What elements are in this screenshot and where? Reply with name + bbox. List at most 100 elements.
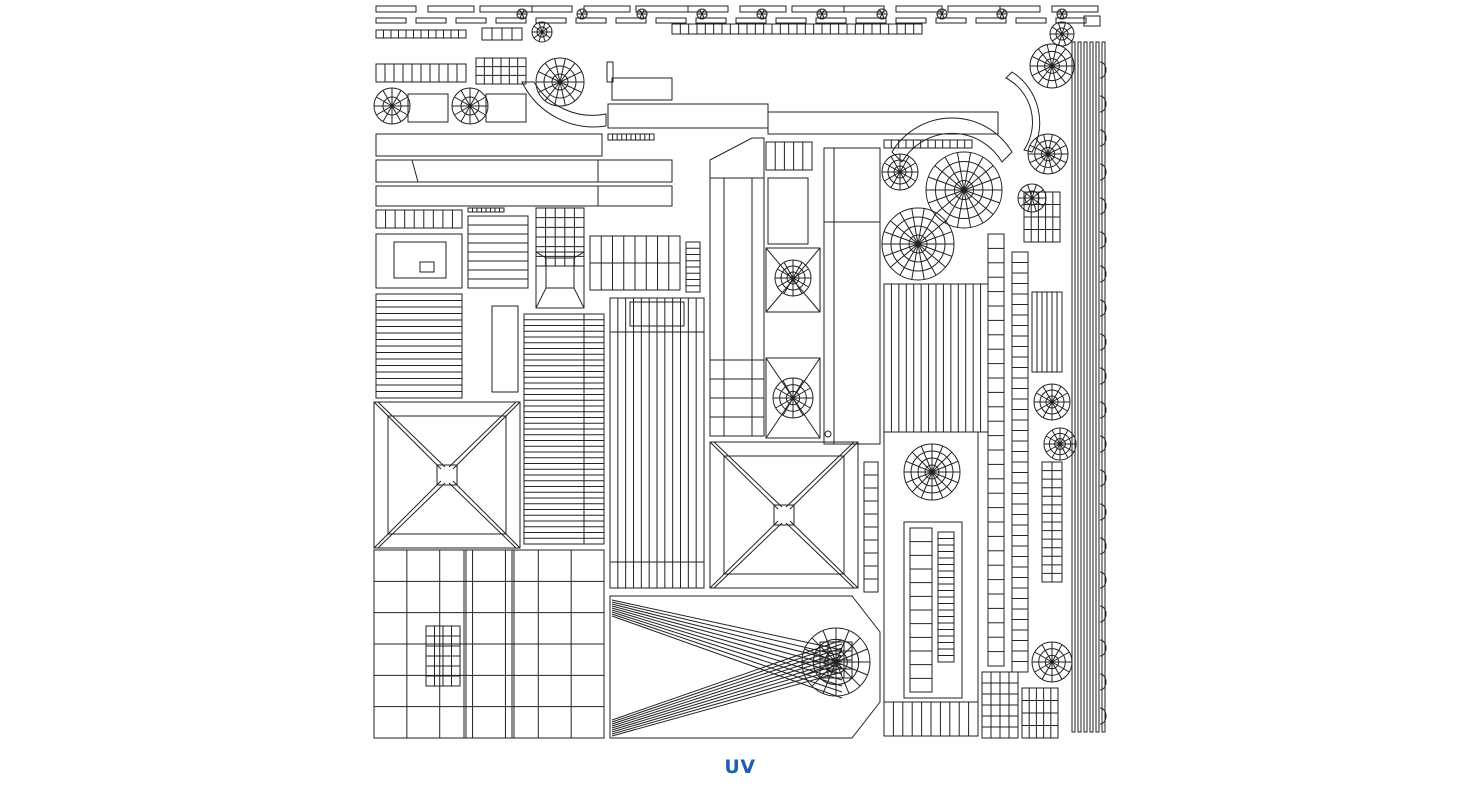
uv-edge: [377, 401, 446, 468]
uv-edge: [641, 13, 645, 19]
uv-wave: [1099, 163, 1107, 181]
uv-edge: [611, 663, 843, 733]
uv-shell: [535, 251, 585, 309]
uv-edge: [963, 189, 972, 228]
uv-edge: [454, 96, 471, 107]
uv-edge: [713, 441, 783, 508]
uv-edge: [1051, 33, 1063, 42]
uv-edge: [373, 480, 442, 549]
uv-edge: [611, 611, 843, 687]
uv-shell: [765, 247, 821, 313]
uv-edge: [1042, 401, 1053, 418]
uv-shell: [419, 261, 435, 273]
uv-edge: [917, 243, 946, 268]
uv-edge: [1031, 65, 1053, 76]
uv-edge: [469, 96, 486, 107]
uv-edge: [819, 9, 823, 15]
uv-edge: [699, 13, 703, 19]
uv-edge: [789, 441, 859, 510]
uv-edge: [611, 643, 843, 723]
uv-edge: [1045, 435, 1061, 445]
uv-edge: [611, 671, 843, 737]
uv-shell: [1095, 41, 1100, 733]
uv-edge: [775, 387, 794, 399]
uv-edge: [963, 156, 984, 191]
uv-edge: [611, 647, 843, 725]
uv-edge: [469, 105, 486, 116]
uv-edge: [391, 105, 408, 116]
uv-edge: [579, 13, 583, 19]
uv-edge: [639, 9, 643, 15]
uv-shell: [535, 17, 567, 24]
uv-edge: [1037, 65, 1053, 84]
uv-arc-shell: [1005, 71, 1041, 153]
uv-edge: [934, 189, 965, 215]
uv-edge: [1047, 138, 1061, 155]
uv-edge: [944, 156, 965, 191]
uv-shell: [545, 257, 575, 289]
uv-edge: [928, 189, 965, 204]
uv-edge: [899, 156, 910, 173]
uv-edge: [1020, 189, 1033, 199]
uv-edge: [1051, 429, 1061, 445]
uv-edge: [917, 208, 925, 245]
uv-edge: [890, 243, 919, 268]
uv-edge: [835, 637, 861, 663]
uv-edge: [709, 520, 779, 589]
uv-shell: [491, 305, 519, 393]
uv-roof-apex: [436, 464, 458, 486]
uv-edge: [519, 9, 523, 15]
uv-edge: [519, 13, 523, 19]
uv-edge: [611, 667, 843, 735]
uv-edge: [699, 9, 703, 15]
uv-edge: [884, 231, 919, 245]
uv-edge: [535, 251, 547, 259]
uv-edge: [448, 482, 517, 549]
uv-edge: [1047, 153, 1053, 174]
uv-edge: [377, 482, 446, 549]
uv-wave: [1099, 95, 1107, 113]
uv-edge: [931, 460, 959, 473]
uv-edge: [611, 599, 843, 651]
uv-shell: [1077, 41, 1082, 733]
uv-edge: [761, 9, 765, 15]
uv-shell: [947, 5, 1001, 13]
uv-roof-inner: [387, 415, 507, 535]
uv-wave: [1099, 503, 1107, 521]
uv-edge: [792, 387, 811, 399]
uv-edge: [559, 71, 582, 83]
uv-edge: [931, 471, 953, 493]
uv-edge: [899, 162, 916, 173]
uv-edge: [1051, 401, 1062, 418]
uv-shell: [455, 17, 487, 24]
uv-edge: [454, 105, 471, 116]
uv-roof-apex: [773, 504, 795, 526]
uv-edge: [911, 451, 933, 473]
uv-edge: [701, 13, 705, 19]
uv-wave: [1099, 435, 1107, 453]
uv-shell: [895, 5, 943, 13]
uv-edge: [559, 81, 566, 106]
uv-shell: [485, 93, 527, 123]
uv-edge: [917, 220, 946, 245]
uv-edge: [1029, 144, 1049, 155]
uv-edge: [1041, 644, 1053, 663]
uv-edge: [521, 9, 525, 15]
uv-shell: [611, 77, 673, 101]
uv-edge: [611, 609, 843, 681]
uv-shell: [775, 17, 807, 24]
uv-edge: [835, 661, 861, 687]
uv-edge: [1061, 9, 1065, 15]
uv-edge: [373, 401, 442, 470]
uv-shell: [735, 17, 767, 24]
uv-layout-canvas: [372, 2, 1108, 740]
uv-edge: [811, 661, 837, 687]
uv-shell: [1083, 41, 1088, 733]
uv-edge: [611, 659, 843, 731]
uv-edge: [1057, 22, 1063, 35]
uv-edge: [920, 445, 933, 473]
uv-edge: [761, 13, 765, 19]
uv-edge: [581, 9, 585, 15]
uv-edge: [611, 607, 843, 675]
uv-edge: [538, 71, 561, 83]
